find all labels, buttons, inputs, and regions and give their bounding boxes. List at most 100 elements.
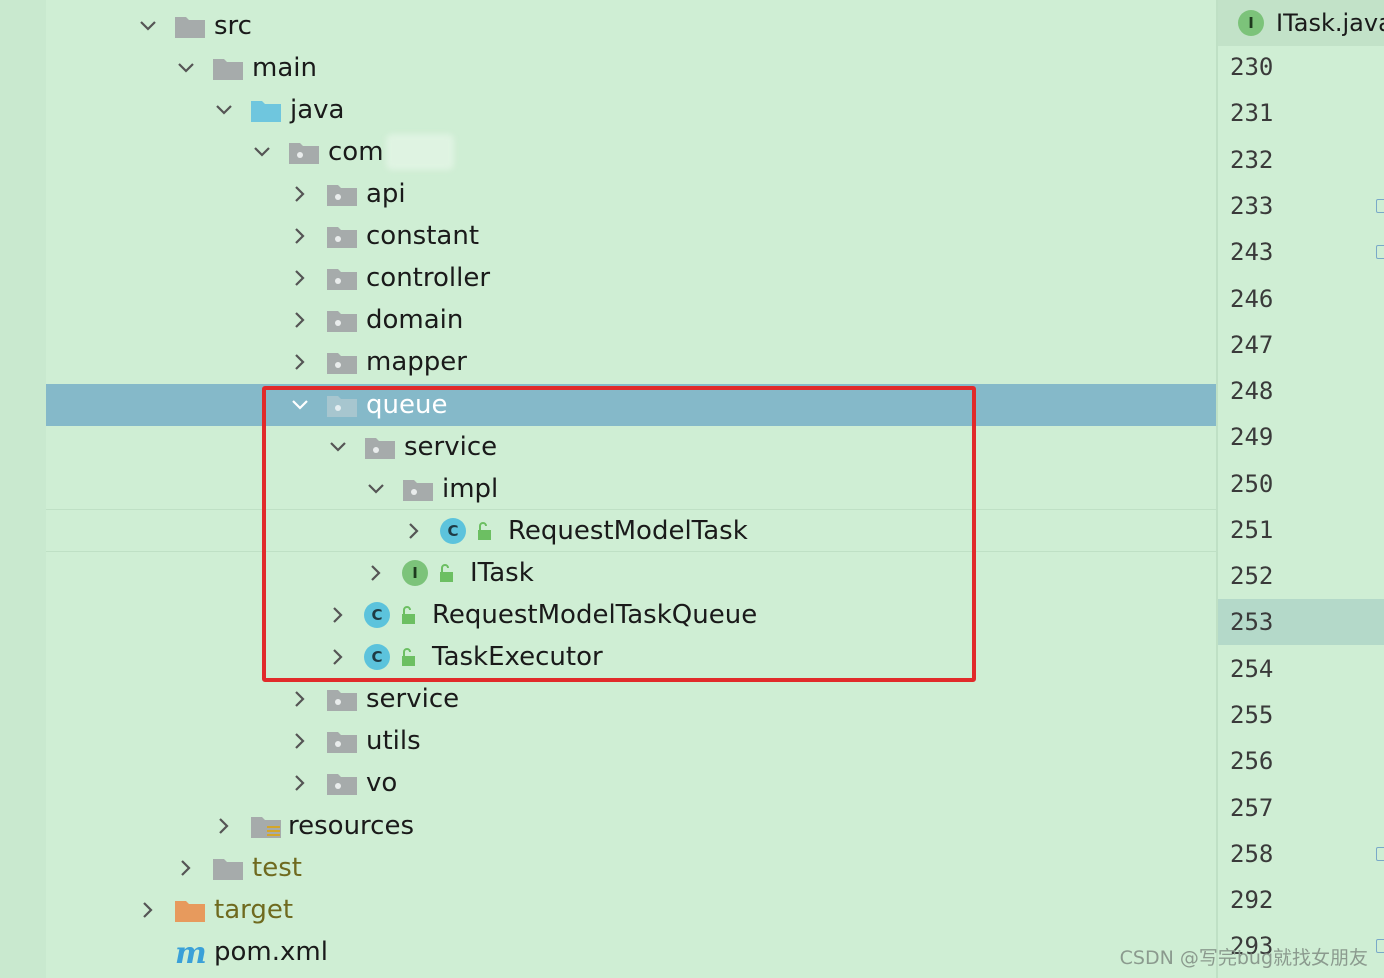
chevron-down-icon[interactable] (212, 98, 236, 122)
package-icon (327, 690, 357, 711)
chevron-down-icon[interactable] (326, 435, 350, 459)
chevron-down-icon[interactable] (364, 477, 388, 501)
package-icon (365, 438, 395, 459)
chevron-down-icon[interactable] (250, 140, 274, 164)
chevron-right-icon[interactable] (326, 603, 350, 627)
tree-row-pom[interactable]: m pom.xml (46, 931, 1216, 973)
package-icon (327, 311, 357, 332)
tree-row-label: ITask (470, 558, 534, 588)
line-number: 258 (1218, 831, 1384, 877)
public-lock-icon (402, 648, 415, 666)
tree-row-label: test (252, 853, 302, 883)
chevron-down-icon[interactable] (288, 393, 312, 417)
editor-tab-itask[interactable]: I ITask.java (1218, 0, 1384, 46)
line-number: 257 (1230, 794, 1274, 822)
class-icon: C (364, 644, 390, 670)
folder-icon (213, 859, 243, 880)
tree-row-request-model-task[interactable]: C RequestModelTask (46, 510, 1216, 552)
tree-row-constant[interactable]: constant (46, 215, 1216, 257)
chevron-right-icon[interactable] (136, 898, 160, 922)
chevron-right-icon[interactable] (212, 814, 236, 838)
tree-row-mapper[interactable]: mapper (46, 341, 1216, 383)
tree-row-label: constant (366, 221, 480, 251)
line-number: 251 (1230, 516, 1274, 544)
line-number-text: 233 (1230, 192, 1274, 220)
line-number: 292 (1230, 886, 1274, 914)
line-number-text: 243 (1230, 238, 1274, 266)
tree-row-label: com (328, 137, 384, 167)
line-number: 254 (1230, 655, 1274, 683)
line-number-text: 293 (1230, 932, 1274, 960)
chevron-right-icon[interactable] (174, 856, 198, 880)
watermark: CSDN @写完bug就找女朋友 (1119, 947, 1368, 969)
chevron-right-icon[interactable] (288, 729, 312, 753)
tree-row-com[interactable]: com (46, 131, 1216, 173)
chevron-right-icon[interactable] (288, 182, 312, 206)
tree-row-controller[interactable]: controller (46, 257, 1216, 299)
tree-row-label: vo (366, 768, 398, 798)
resources-folder-icon (251, 817, 281, 838)
tree-row-queue[interactable]: queue (46, 384, 1216, 426)
line-number: 243 (1218, 229, 1384, 275)
tree-row-utils[interactable]: utils (46, 720, 1216, 762)
line-number: 250 (1230, 470, 1274, 498)
tree-row-service[interactable]: service (46, 678, 1216, 720)
tree-row-label: controller (366, 263, 491, 293)
package-icon (327, 185, 357, 206)
chevron-right-icon[interactable] (288, 350, 312, 374)
tree-row-queue-service[interactable]: service (46, 426, 1216, 468)
line-number: 252 (1230, 562, 1274, 590)
svg-text:m: m (175, 939, 206, 965)
line-number: 247 (1230, 331, 1274, 359)
tree-row-main[interactable]: main (46, 47, 1216, 89)
chevron-right-icon[interactable] (288, 771, 312, 795)
folder-icon (175, 17, 205, 38)
maven-icon: m (175, 939, 206, 965)
tree-row-vo[interactable]: vo (46, 762, 1216, 804)
tree-row-label: service (404, 432, 498, 462)
tree-row-resources[interactable]: resources (46, 805, 1216, 847)
package-icon (289, 143, 319, 164)
package-icon (327, 774, 357, 795)
redacted-blur (385, 134, 454, 170)
tree-row-label: service (366, 684, 460, 714)
chevron-right-icon[interactable] (288, 224, 312, 248)
chevron-right-icon[interactable] (288, 687, 312, 711)
chevron-right-icon[interactable] (288, 266, 312, 290)
fold-icon[interactable] (1376, 939, 1384, 953)
line-number: 255 (1230, 701, 1274, 729)
tree-row-label: api (366, 179, 406, 209)
excluded-folder-icon (175, 901, 205, 922)
tree-row-label: target (214, 895, 294, 925)
package-icon (327, 227, 357, 248)
tree-row-label: mapper (366, 347, 467, 377)
tree-row-request-model-task-queue[interactable]: C RequestModelTaskQueue (46, 594, 1216, 636)
tree-row-api[interactable]: api (46, 173, 1216, 215)
chevron-down-icon[interactable] (136, 14, 160, 38)
tree-row-task-executor[interactable]: C TaskExecutor (46, 636, 1216, 678)
tree-row-label: resources (288, 811, 415, 841)
line-number: 246 (1230, 285, 1274, 313)
fold-icon[interactable] (1376, 199, 1384, 213)
chevron-right-icon[interactable] (402, 519, 426, 543)
tree-row-itask[interactable]: I ITask (46, 552, 1216, 594)
tree-row-label: src (214, 11, 252, 41)
chevron-right-icon[interactable] (326, 645, 350, 669)
tree-row-label: domain (366, 305, 464, 335)
tree-row-impl[interactable]: impl (46, 468, 1216, 510)
chevron-right-icon[interactable] (288, 308, 312, 332)
fold-icon[interactable] (1376, 847, 1384, 861)
chevron-right-icon[interactable] (364, 561, 388, 585)
tree-row-java[interactable]: java (46, 89, 1216, 131)
source-folder-icon (251, 101, 281, 122)
tree-row-domain[interactable]: domain (46, 299, 1216, 341)
fold-icon[interactable] (1376, 245, 1384, 259)
chevron-down-icon[interactable] (174, 56, 198, 80)
line-number-current: 253 (1218, 599, 1384, 645)
line-number: 232 (1230, 146, 1274, 174)
tree-row-test[interactable]: test (46, 847, 1216, 889)
tree-row-src[interactable]: src (46, 5, 1216, 47)
tree-row-target[interactable]: target (46, 889, 1216, 931)
tree-row-label: TaskExecutor (432, 642, 603, 672)
tree-row-label: utils (366, 726, 421, 756)
